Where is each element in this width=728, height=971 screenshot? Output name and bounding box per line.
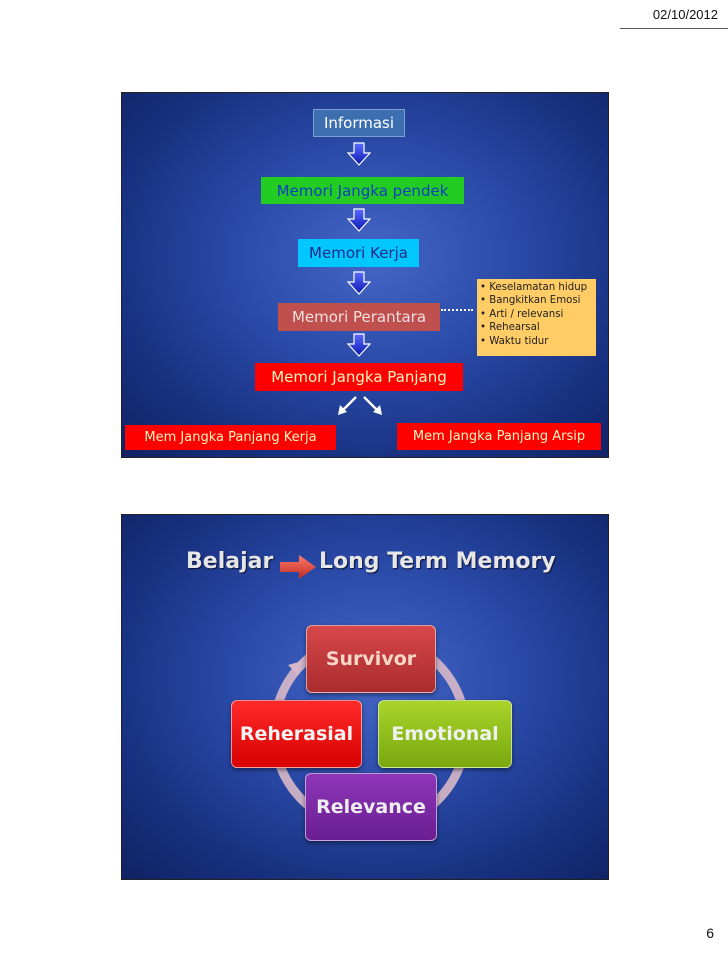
split-arrows-icon: [338, 396, 382, 415]
rehearsal-node: Reherasial: [231, 700, 362, 768]
down-arrow-icon: [347, 142, 371, 166]
reason-item: • Arti / relevansi: [480, 308, 564, 320]
right-arrow-icon: [280, 555, 316, 579]
emotional-node: Emotional: [378, 700, 512, 768]
reason-item: • Bangkitkan Emosi: [480, 295, 581, 307]
working-memory-box: Memori Kerja: [298, 239, 419, 267]
intermediate-memory-box: Memori Perantara: [278, 303, 440, 331]
relevance-node: Relevance: [305, 773, 437, 841]
down-arrow-icon: [347, 208, 371, 232]
dotted-connector: [441, 309, 473, 311]
page-date: 02/10/2012: [652, 7, 718, 22]
title-long-term-memory: Long Term Memory: [319, 549, 556, 574]
survivor-node: Survivor: [306, 625, 436, 693]
short-term-memory-box: Memori Jangka pendek: [261, 177, 464, 204]
title-belajar: Belajar: [186, 549, 274, 574]
header-rule: [620, 28, 728, 29]
long-term-memory-box: Memori Jangka Panjang: [255, 363, 463, 391]
reason-item: • Keselamatan hidup: [480, 282, 588, 293]
page-number: 6: [706, 925, 714, 941]
down-arrow-icon: [347, 333, 371, 357]
slide-long-term-memory: Belajar Long Term Memory Survivor Rehera…: [121, 514, 609, 880]
slide-memory-flow: Informasi Memori Jangka pendek Memori Ke…: [121, 92, 609, 458]
reasons-list: • Keselamatan hidup • Bangkitkan Emosi •…: [477, 279, 596, 356]
down-arrow-icon: [347, 271, 371, 295]
informasi-box: Informasi: [313, 109, 405, 137]
ltm-work-box: Mem Jangka Panjang Kerja: [125, 425, 336, 450]
ltm-archive-box: Mem Jangka Panjang Arsip: [397, 423, 601, 450]
reason-item: • Rehearsal: [480, 322, 540, 334]
reason-item: • Waktu tidur: [480, 335, 549, 347]
